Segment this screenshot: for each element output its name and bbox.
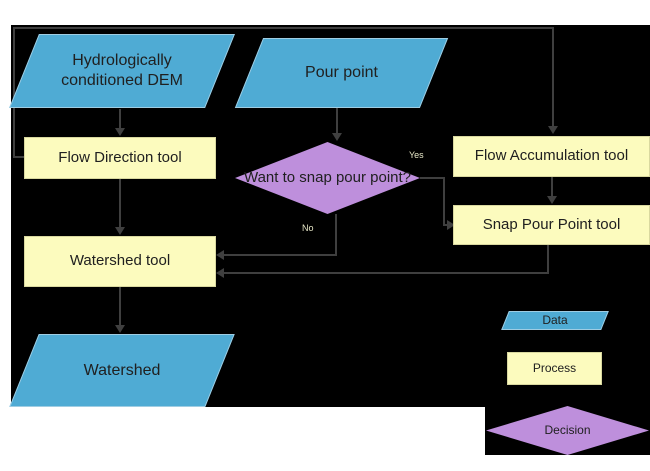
node-label: Watershed xyxy=(83,361,161,379)
node-label: Pour point xyxy=(305,64,378,81)
arrowhead-watershed xyxy=(115,325,125,333)
connector-snap-horizontal xyxy=(224,272,549,274)
arrowhead-snap-top xyxy=(547,196,557,204)
node-watershed[interactable]: Watershed xyxy=(9,334,235,407)
connector-snap-vertical xyxy=(547,245,549,274)
branch-label-yes: Yes xyxy=(409,150,424,160)
connector-no-vertical xyxy=(335,214,337,256)
node-label: Want to snap pour point? xyxy=(243,168,412,186)
arrowhead-snap-pour-point xyxy=(447,220,455,230)
arrowhead-watershed-tool-top xyxy=(115,227,125,235)
node-label: Hydrologically conditioned DEM xyxy=(61,52,183,89)
arrowhead-flow-accumulation xyxy=(548,126,558,134)
arrowhead-flowdir xyxy=(115,128,125,136)
legend-item-data: Data xyxy=(501,311,609,330)
connector-into-flow-direction xyxy=(13,156,26,158)
connector-pourpoint-to-decision xyxy=(336,108,338,134)
connector-flowdir-to-watershedtool xyxy=(119,179,121,228)
connector-no-horizontal xyxy=(224,254,337,256)
legend-item-process: Process xyxy=(507,352,602,385)
legend-item-decision: Decision xyxy=(486,406,649,455)
node-flow-direction-tool[interactable]: Flow Direction tool xyxy=(24,137,216,179)
branch-label-no: No xyxy=(302,223,314,233)
arrowhead-watershed-tool-snap xyxy=(216,268,224,278)
arrowhead-decision xyxy=(332,133,342,141)
connector-flowaccum-to-snap xyxy=(551,177,553,197)
legend-label: Decision xyxy=(544,423,591,437)
legend-label: Process xyxy=(532,361,577,375)
node-label: Watershed tool xyxy=(69,252,171,270)
connector-top-rail xyxy=(13,27,554,29)
node-watershed-tool[interactable]: Watershed tool xyxy=(24,236,216,287)
connector-yes-vertical xyxy=(443,177,445,225)
node-hydrologically-conditioned-dem[interactable]: Hydrologically conditioned DEM xyxy=(9,34,235,108)
connector-dem-to-flowdir xyxy=(119,109,121,129)
arrowhead-watershed-tool-no xyxy=(216,250,224,260)
node-label: Flow Accumulation tool xyxy=(474,147,629,165)
legend-label: Data xyxy=(542,313,568,327)
connector-to-flow-accumulation-vertical xyxy=(552,27,554,127)
node-pour-point[interactable]: Pour point xyxy=(234,38,449,108)
node-label: Snap Pour Point tool xyxy=(482,215,621,233)
node-label: Flow Direction tool xyxy=(58,148,182,166)
connector-yes-horizontal xyxy=(420,177,445,179)
node-snap-pour-point-tool[interactable]: Snap Pour Point tool xyxy=(453,205,650,245)
node-decision-want-to-snap-pour-point[interactable]: Want to snap pour point? xyxy=(235,142,420,214)
node-flow-accumulation-tool[interactable]: Flow Accumulation tool xyxy=(453,136,650,177)
connector-watershedtool-to-watershed xyxy=(119,287,121,326)
